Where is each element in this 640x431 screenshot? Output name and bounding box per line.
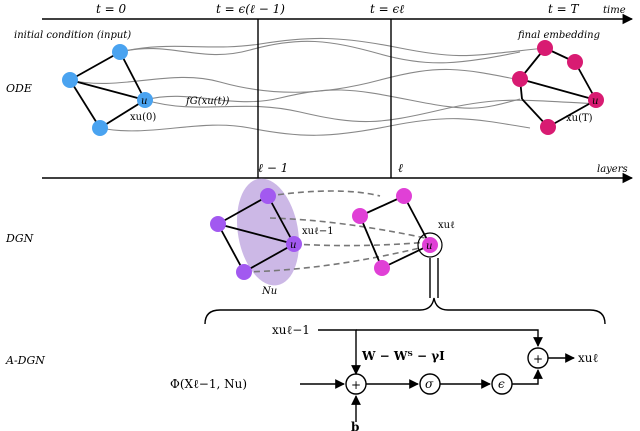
curr-layer-node-u-label: u: [426, 241, 432, 252]
dgn-curr-graph: u: [352, 188, 443, 276]
activation-symbol: σ: [425, 377, 434, 391]
curr-layer-node: [396, 188, 412, 204]
row-label-ode: ODE: [6, 82, 32, 95]
step-to-output-sum: [512, 369, 543, 385]
curr-layer-state-label: xuℓ: [438, 220, 455, 231]
output-node-u-label: u: [592, 96, 598, 107]
input-node: [92, 120, 108, 136]
ode-input-graph: u: [62, 44, 153, 136]
ode-output-graph: u: [512, 40, 604, 135]
output-node-u: [588, 92, 604, 108]
initial-condition-label: initial condition (input): [14, 30, 131, 41]
row-label-dgn: DGN: [5, 232, 34, 245]
input-state-label: xuℓ−1: [272, 323, 310, 337]
tick-prev-time-label: t = ϵ(ℓ − 1): [216, 2, 285, 16]
time-axis-label: time: [603, 5, 626, 16]
input-state-skip-connection: [356, 329, 543, 347]
tick-curr-layer-label: ℓ: [398, 161, 403, 175]
row-label-adgn: A-DGN: [5, 354, 45, 367]
aggregation-label: Φ(Xℓ−1, Nu): [170, 377, 247, 391]
tick-curr-time-label: t = ϵℓ: [370, 2, 404, 16]
step-size-symbol: ϵ: [498, 377, 505, 391]
neighborhood-label: Nu: [261, 286, 277, 297]
tick-prev-layer-label: ℓ − 1: [258, 161, 288, 175]
input-state-to-sum: [318, 329, 361, 375]
output-node: [512, 71, 528, 87]
state-final-label: xu(T): [566, 113, 593, 124]
tick-t0-label: t = 0: [96, 2, 127, 16]
prev-layer-node-u: [286, 236, 302, 252]
prev-layer-state-label: xuℓ−1: [302, 226, 334, 237]
output-node: [540, 119, 556, 135]
curr-layer-node-u: [422, 237, 438, 253]
layers-axis-label: layers: [597, 164, 628, 175]
output-node: [537, 40, 553, 56]
sum-symbol: +: [351, 378, 361, 392]
input-node: [112, 44, 128, 60]
tick-T-label: t = T: [548, 2, 580, 16]
zoom-stem: [429, 258, 439, 298]
prev-layer-node-u-label: u: [290, 240, 296, 251]
curr-layer-node: [374, 260, 390, 276]
input-node-u: [137, 92, 153, 108]
ode-trajectories: [69, 37, 601, 136]
weight-expression: W − Wᵀ − γI: [361, 349, 445, 363]
prev-layer-node: [260, 188, 276, 204]
layer-dashed-links: [243, 190, 429, 273]
curr-layer-node: [352, 208, 368, 224]
output-state-label: xuℓ: [578, 351, 598, 365]
prev-layer-node: [236, 264, 252, 280]
input-node: [62, 72, 78, 88]
input-node-u-label: u: [141, 96, 147, 107]
zoom-brace: [204, 297, 606, 325]
dgn-prev-graph: u: [210, 188, 302, 280]
dynamics-label: fG(xu(t)): [185, 96, 229, 107]
bias-label: b: [351, 420, 359, 431]
output-node: [567, 54, 583, 70]
final-embedding-label: final embedding: [517, 30, 600, 41]
prev-layer-node: [210, 216, 226, 232]
state-initial-label: xu(0): [130, 112, 156, 123]
curr-layer-node-u-ring: [417, 232, 443, 258]
output-sum-symbol: +: [533, 352, 543, 366]
